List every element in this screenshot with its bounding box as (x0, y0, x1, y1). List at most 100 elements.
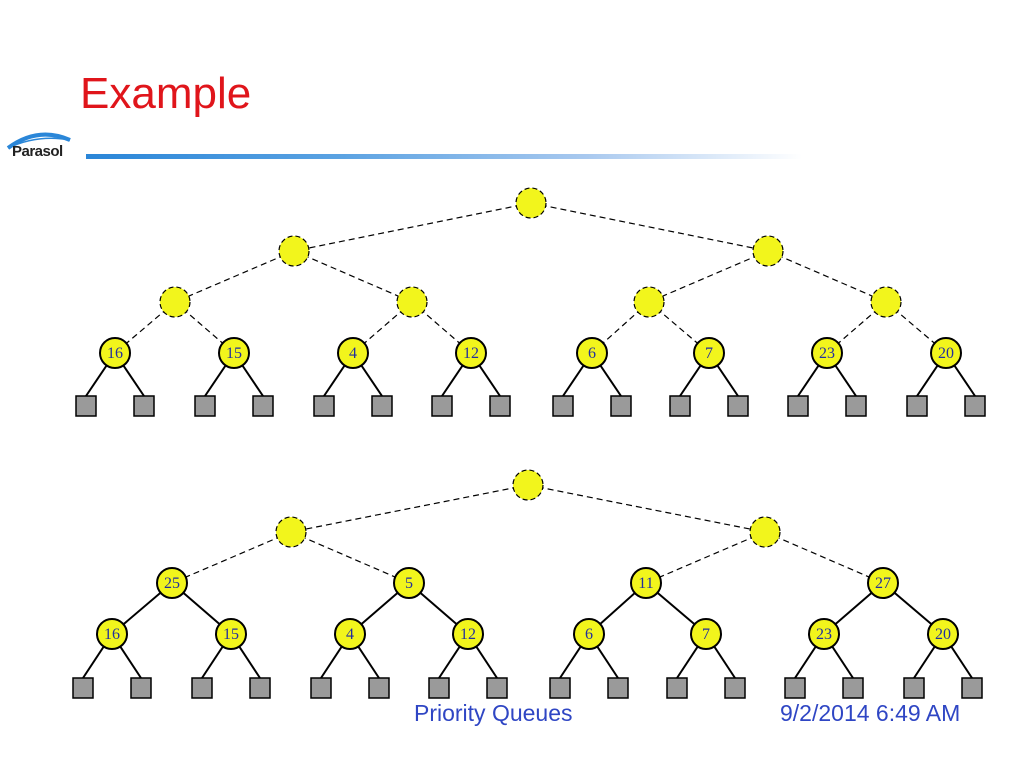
tree-top-external-node (75, 395, 97, 417)
tree-top-root-node (515, 187, 547, 219)
tree-bottom-external-node (368, 677, 390, 699)
tree-bottom-edge-l1-1 (290, 531, 410, 584)
parasol-logo-arc-icon (6, 132, 71, 150)
tree-bottom-edge-l1-0 (171, 531, 292, 584)
tree-top-edge-l1-1 (293, 250, 413, 303)
tree-top-external-node (727, 395, 749, 417)
tree-top-edge-root-0 (293, 202, 532, 252)
tree-top-key-node-label: 6 (588, 345, 596, 362)
tree-top-key-node (811, 337, 843, 369)
tree-bottom-level2-node (393, 567, 425, 599)
tree-top-key-node-label: 7 (705, 345, 713, 362)
tree-bottom-external-node (249, 677, 271, 699)
tree-top-key-node (693, 337, 725, 369)
tree-top-external-node (610, 395, 632, 417)
tree-bottom-level1-node (749, 516, 781, 548)
tree-top-external-node (669, 395, 691, 417)
title-rule (86, 154, 802, 159)
tree-top-key-node (218, 337, 250, 369)
tree-top-level1-node (278, 235, 310, 267)
tree-bottom-root-node (512, 469, 544, 501)
tree-bottom-key-node-label: 6 (585, 626, 593, 643)
tree-bottom-external-node (72, 677, 94, 699)
tree-top-external-node (431, 395, 453, 417)
logo-text: Parasol (12, 143, 63, 160)
tree-top-key-node (576, 337, 608, 369)
tree-bottom-external-node (607, 677, 629, 699)
tree-bottom-key-node-label: 20 (935, 626, 951, 643)
tree-bottom-key-node (215, 618, 247, 650)
tree-top-level2-node (870, 286, 902, 318)
tree-top-external-node (845, 395, 867, 417)
heap-diagram: 16 15 4 12 6 7 23 20 25 5 11 27 16 15 4 12 6 7 23 20 (72, 187, 986, 699)
tree-top-level1-node (752, 235, 784, 267)
tree-top-external-node (313, 395, 335, 417)
tree-top-external-node (371, 395, 393, 417)
tree-bottom-edge-root-0 (290, 484, 529, 533)
tree-bottom-key-node (96, 618, 128, 650)
tree-bottom-level2-node-label: 27 (875, 575, 891, 592)
tree-bottom-external-node (130, 677, 152, 699)
tree-bottom-key-node (452, 618, 484, 650)
tree-bottom-external-node (666, 677, 688, 699)
tree-bottom-level1-node (275, 516, 307, 548)
tree-bottom-key-node-label: 7 (702, 626, 710, 643)
tree-top-edge-l1-3 (767, 250, 887, 303)
tree-bottom-key-node-label: 4 (346, 626, 354, 643)
tree-bottom-external-node (310, 677, 332, 699)
tree-bottom-level2-node (867, 567, 899, 599)
tree-top-level2-node (396, 286, 428, 318)
tree-top-external-node (552, 395, 574, 417)
tree-top-external-node (787, 395, 809, 417)
tree-top-key-node-label: 20 (938, 345, 954, 362)
tree-top-external-node (194, 395, 216, 417)
tree-bottom-level2-node-label: 25 (164, 575, 180, 592)
tree-bottom-key-node-label: 16 (104, 626, 120, 643)
parasol-logo: Parasol (4, 130, 84, 170)
footer-topic: Priority Queues (414, 700, 573, 726)
tree-top-external-node (964, 395, 986, 417)
tree-bottom-key-node-label: 23 (816, 626, 832, 643)
tree-top-key-node-label: 23 (819, 345, 835, 362)
tree-bottom-key-node (927, 618, 959, 650)
tree-top-external-node (252, 395, 274, 417)
tree-top-key-node-label: 4 (349, 345, 357, 362)
tree-top-key-node (337, 337, 369, 369)
tree-bottom-external-node (724, 677, 746, 699)
tree-top-key-node-label: 15 (226, 345, 242, 362)
tree-top-edge-l1-2 (648, 250, 769, 303)
tree-top-key-node-label: 12 (463, 345, 479, 362)
tree-bottom-external-node (842, 677, 864, 699)
tree-bottom-level2-node (156, 567, 188, 599)
tree-bottom-edge-root-1 (527, 484, 766, 533)
tree-bottom-external-node (549, 677, 571, 699)
tree-bottom-external-node (486, 677, 508, 699)
tree-top-key-node-label: 16 (107, 345, 123, 362)
tree-top-key-node (455, 337, 487, 369)
footer-datetime: 9/2/2014 6:49 AM (780, 700, 961, 726)
tree-bottom-edge-l1-2 (645, 531, 766, 584)
tree-bottom-key-node (334, 618, 366, 650)
tree-bottom-key-node (808, 618, 840, 650)
tree-top-key-node (930, 337, 962, 369)
tree-bottom-edge-l1-3 (764, 531, 884, 584)
tree-bottom-level2-node (630, 567, 662, 599)
tree-bottom-external-node (961, 677, 983, 699)
tree-top-edge-l1-0 (174, 250, 295, 303)
tree-bottom-key-node (573, 618, 605, 650)
tree-bottom-external-node (428, 677, 450, 699)
slide-title: Example (80, 69, 252, 118)
tree-top-level2-node (633, 286, 665, 318)
tree-bottom-external-node (903, 677, 925, 699)
tree-bottom-external-node (784, 677, 806, 699)
tree-top-edge-root-1 (530, 202, 769, 252)
tree-bottom-key-node (690, 618, 722, 650)
tree-bottom-level2-node-label: 5 (405, 575, 413, 592)
tree-bottom-level2-node-label: 11 (638, 575, 653, 592)
tree-bottom-key-node-label: 15 (223, 626, 239, 643)
tree-bottom-key-node-label: 12 (460, 626, 476, 643)
tree-top-key-node (99, 337, 131, 369)
tree-top-external-node (133, 395, 155, 417)
tree-top-external-node (906, 395, 928, 417)
